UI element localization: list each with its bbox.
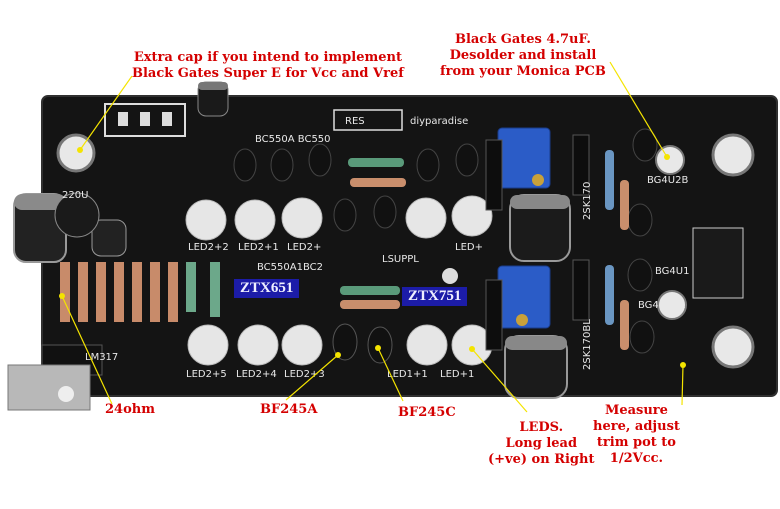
svg-text:2SK170BL: 2SK170BL bbox=[582, 319, 593, 370]
svg-text:LED+1: LED+1 bbox=[440, 369, 474, 380]
mounting-hole bbox=[657, 290, 687, 320]
annotation-bf245a: BF245A bbox=[260, 402, 318, 417]
resistor bbox=[340, 300, 400, 309]
annotation-extra-cap: Extra cap if you intend to implement Bla… bbox=[132, 50, 404, 81]
electrolytic-cap bbox=[91, 219, 127, 257]
connector-block bbox=[692, 227, 744, 299]
res-outline bbox=[333, 109, 403, 131]
svg-text:LED2+1: LED2+1 bbox=[238, 242, 279, 253]
ztx751-label: ZTX751 bbox=[402, 287, 468, 306]
black-gates-cap bbox=[504, 335, 568, 399]
annotation-leds: LEDS. Long lead (+ve) on Right bbox=[488, 420, 595, 467]
svg-text:BG4U2B: BG4U2B bbox=[647, 175, 688, 186]
leds-bottom-row bbox=[187, 324, 493, 366]
leds-top-row bbox=[185, 195, 493, 241]
annotation-bf245c: BF245C bbox=[398, 405, 456, 420]
silk-res: RES bbox=[345, 116, 365, 127]
header-pads bbox=[104, 103, 186, 137]
mounting-hole bbox=[56, 133, 96, 173]
svg-text:LED2+2: LED2+2 bbox=[188, 242, 229, 253]
black-gates-cap bbox=[509, 194, 571, 262]
svg-text:LED2+4: LED2+4 bbox=[236, 369, 277, 380]
annotation-black-gates: Black Gates 4.7uF. Desolder and install … bbox=[440, 32, 606, 79]
svg-text:LED2+: LED2+ bbox=[287, 242, 321, 253]
svg-text:BG4U1: BG4U1 bbox=[655, 266, 689, 277]
svg-text:BC550A1BC2: BC550A1BC2 bbox=[257, 262, 323, 273]
annotation-measure: Measure here, adjust trim pot to 1/2Vcc. bbox=[593, 403, 680, 466]
bf245a-transistor bbox=[332, 323, 358, 361]
svg-text:BG4U2B1: BG4U2B1 bbox=[638, 300, 686, 311]
bf245c-transistor bbox=[367, 326, 393, 364]
svg-text:LED2+5: LED2+5 bbox=[186, 369, 227, 380]
diode-array bbox=[60, 262, 220, 322]
silk-brand: diyparadise bbox=[410, 116, 468, 127]
ztx651-label: ZTX651 bbox=[234, 279, 300, 298]
mounting-hole bbox=[711, 325, 755, 369]
svg-text:LED+: LED+ bbox=[455, 242, 483, 253]
svg-text:LM317: LM317 bbox=[85, 352, 118, 363]
mounting-hole bbox=[711, 133, 755, 177]
svg-text:220U: 220U bbox=[62, 190, 88, 201]
mounting-hole bbox=[655, 145, 685, 175]
svg-text:LED1+1: LED1+1 bbox=[387, 369, 428, 380]
resistor bbox=[350, 178, 406, 187]
svg-text:2SK170: 2SK170 bbox=[582, 182, 593, 220]
resistor bbox=[348, 158, 404, 167]
silk-bc550: BC550A BC550 bbox=[255, 134, 331, 145]
svg-text:LED2+3: LED2+3 bbox=[284, 369, 325, 380]
annotation-24ohm: 24ohm bbox=[105, 402, 155, 417]
svg-text:LSUPPL: LSUPPL bbox=[382, 254, 419, 265]
transistors-top bbox=[233, 143, 479, 182]
resistor bbox=[340, 286, 400, 295]
